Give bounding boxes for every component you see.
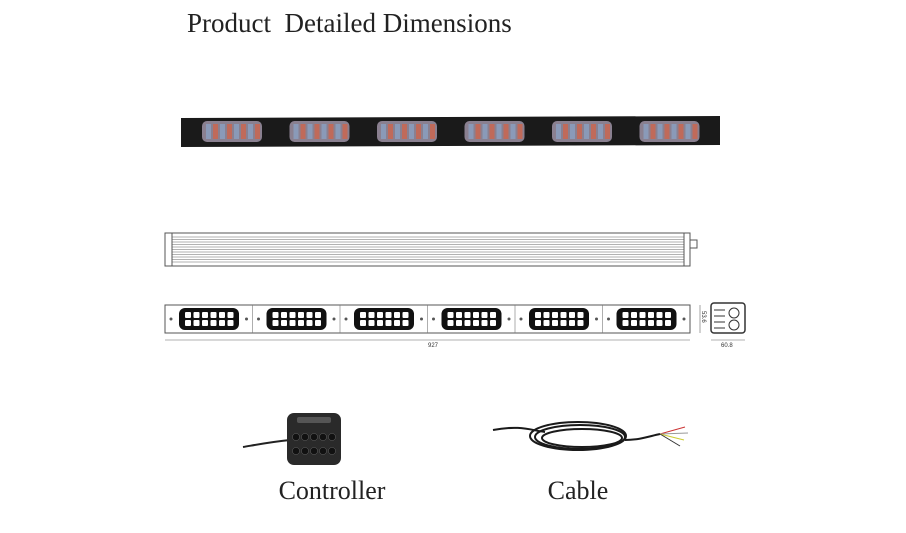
led-module [639, 121, 700, 142]
led-module-drawing [432, 308, 511, 330]
controller-button [292, 433, 300, 441]
controller-button [292, 447, 300, 455]
led-module-drawing [169, 308, 248, 330]
led-module [202, 121, 262, 142]
led-module [464, 121, 525, 142]
controller-button [328, 447, 336, 455]
controller-button [328, 433, 336, 441]
led-module [289, 121, 350, 142]
controller-image [242, 413, 341, 465]
controller-button [319, 433, 327, 441]
controller-button [301, 447, 309, 455]
controller-button [310, 447, 318, 455]
led-module [377, 121, 437, 142]
cable-caption: Cable [547, 476, 609, 505]
led-module-drawing [257, 308, 336, 330]
light-bar-end-view: 60.8 [710, 302, 746, 349]
cable-image [492, 421, 689, 451]
led-module-drawing [607, 308, 686, 330]
controller-button [310, 433, 318, 441]
led-module [552, 121, 612, 142]
controller-button [301, 433, 309, 441]
width-dimension: 60.8 [721, 343, 733, 349]
light-bar-photo [181, 116, 720, 147]
height-dimension: 53.6 [700, 311, 706, 323]
light-bar-front-drawing: 927 53.6 [164, 304, 706, 349]
light-bar-side-view [164, 232, 698, 267]
controller-button [319, 447, 327, 455]
led-module-drawing [344, 308, 423, 330]
controller-caption: Controller [278, 476, 386, 505]
led-module-drawing [519, 308, 598, 330]
page-title: Product Detailed Dimensions [187, 8, 512, 38]
length-dimension: 927 [428, 343, 439, 349]
